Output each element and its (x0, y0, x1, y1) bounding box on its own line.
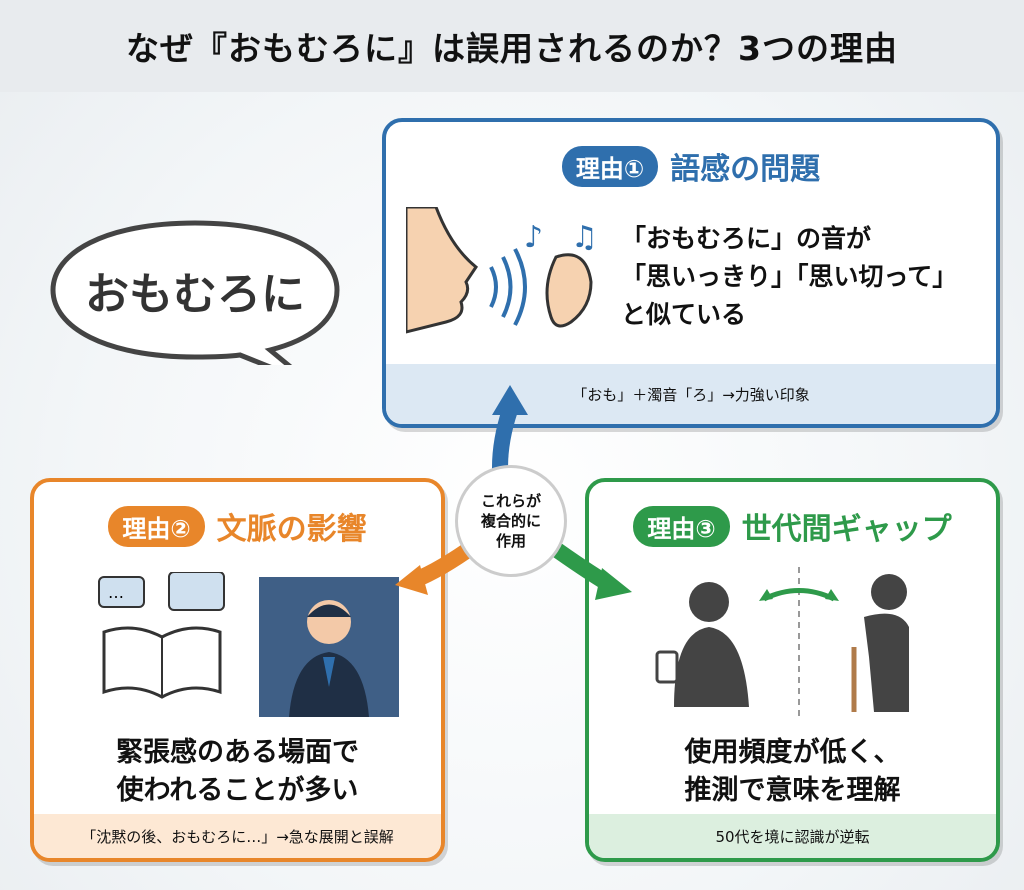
reason-2-title: 文脈の影響 (216, 512, 367, 547)
reason-1-line: と似ている (621, 300, 747, 329)
reason-3-card: 理由③ 世代間ギャップ 使用頻度が低く、 推測で意味を理解 50代を境に認識が逆… (585, 478, 1000, 862)
reason-1-line: 「おもむろに」の音が (621, 224, 872, 253)
speaking-ear-icon: ♪♫ (406, 207, 598, 334)
reason-1-footer: 「おも」＋濁音「ろ」→力強い印象 (386, 364, 996, 424)
center-circle: これらが 複合的に 作用 (455, 465, 567, 577)
reason-2-line: 使われることが多い (116, 775, 359, 806)
svg-text:…: … (108, 583, 124, 602)
reason-2-card: 理由② 文脈の影響 … 緊張感のある場面で 使われることが多い 「沈黙の後、おも… (30, 478, 445, 862)
reason-3-title: 世代間ギャップ (741, 512, 952, 547)
reason-1-title: 語感の問題 (670, 152, 821, 187)
nervous-man-illustration (259, 577, 399, 717)
reason-3-footer: 50代を境に認識が逆転 (589, 814, 996, 858)
page-title: なぜ『おもむろに』は誤用されるのか？3つの理由 (0, 0, 1024, 92)
reason-3-line: 使用頻度が低く、 (684, 737, 901, 768)
reason-3-badge: 理由③ (633, 505, 730, 547)
reason-1-card: 理由① 語感の問題 ♪♫ 「おもむろに」の音が 「思いっきり」「思い切って」 と… (382, 118, 1000, 428)
reason-3-line: 推測で意味を理解 (684, 775, 901, 806)
center-text: 作用 (495, 532, 526, 550)
reason-2-badge: 理由② (108, 505, 205, 547)
reason-1-line: 「思いっきり」「思い切って」 (621, 262, 958, 291)
svg-text:♪: ♪ (524, 220, 543, 255)
bubble-text: おもむろに (85, 269, 305, 320)
center-text: これらが (480, 492, 541, 510)
reason-1-badge: 理由① (561, 145, 659, 187)
reason-2-line: 緊張感のある場面で (116, 737, 359, 768)
generation-gap-icon (655, 567, 909, 717)
reason-2-footer: 「沈黙の後、おもむろに…」→急な展開と誤解 (34, 814, 441, 858)
book-chat-icon: … (98, 572, 225, 699)
svg-text:♫: ♫ (571, 220, 598, 255)
center-text: 複合的に (480, 512, 541, 530)
speech-bubble (50, 220, 340, 365)
